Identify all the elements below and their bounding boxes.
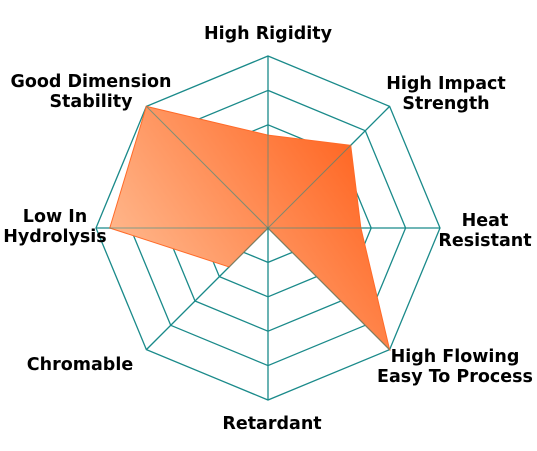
axis-label-1: High Rigidity <box>204 24 333 44</box>
axis-label-line: Heat <box>462 211 509 231</box>
axis-overlay-8 <box>146 106 269 229</box>
radar-series <box>96 56 440 400</box>
axis-label-line: High Flowing <box>391 347 520 367</box>
axis-overlay-4 <box>267 227 390 350</box>
axis-overlay-6 <box>146 227 269 350</box>
axis-label-5: Retardant <box>222 414 321 434</box>
axis-overlay-2 <box>267 106 390 229</box>
axis-label-line: Chromable <box>27 355 134 375</box>
axis-label-line: Easy To Process <box>377 367 533 387</box>
axis-label-line: Strength <box>402 94 489 114</box>
axis-label-line: Retardant <box>222 414 321 434</box>
axis-label-line: Stability <box>49 92 133 112</box>
axis-label-line: Hydrolysis <box>3 227 106 247</box>
axis-label-6: Chromable <box>27 355 134 375</box>
axis-label-line: Low In <box>23 207 87 227</box>
axis-label-line: High Rigidity <box>204 24 333 44</box>
axis-label-line: High Impact <box>386 74 506 94</box>
axis-label-line: Good Dimension <box>10 72 171 92</box>
axis-label-line: Resistant <box>438 231 531 251</box>
